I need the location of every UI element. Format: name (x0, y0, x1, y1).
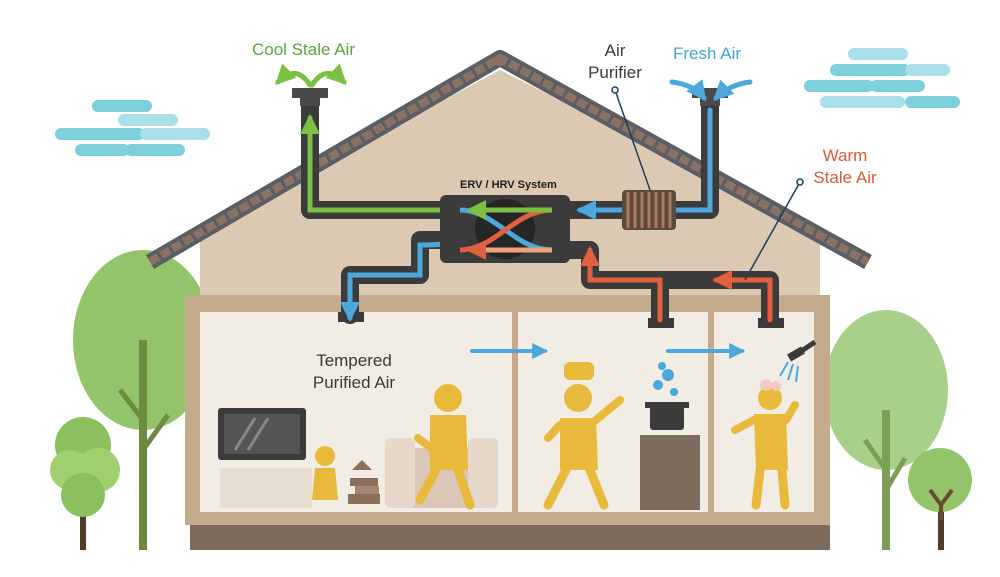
tempered-purified-air-label-line1: Tempered (316, 351, 392, 370)
erv-hrv-unit (440, 195, 570, 263)
living-room (218, 384, 498, 510)
warm-stale-air-label-line1: Warm (822, 146, 868, 165)
kitchen (543, 362, 700, 510)
cloud-left (55, 100, 210, 156)
tempered-purified-air-label-line2: Purified Air (312, 373, 396, 392)
roof-vent-exhaust (292, 88, 328, 106)
erv-hrv-system-label: ERV / HRV System (460, 179, 557, 191)
tree-right (824, 310, 972, 550)
roof-vent-intake (692, 88, 728, 106)
fresh-air-label: Fresh Air (673, 44, 742, 63)
tree-left (50, 250, 213, 550)
roof (145, 50, 872, 269)
cloud-right (804, 48, 960, 108)
air-purifier-coil (622, 190, 676, 230)
air-purifier-label-line1: Air (604, 41, 626, 60)
label-pointers (611, 86, 804, 281)
cool-stale-air-label: Cool Stale Air (252, 40, 355, 59)
air-purifier-label-line2: Purifier (588, 63, 642, 82)
bathroom (731, 339, 817, 510)
cool-stale-air-flow (275, 63, 503, 213)
warm-stale-air-label-line2: Stale Air (813, 168, 877, 187)
